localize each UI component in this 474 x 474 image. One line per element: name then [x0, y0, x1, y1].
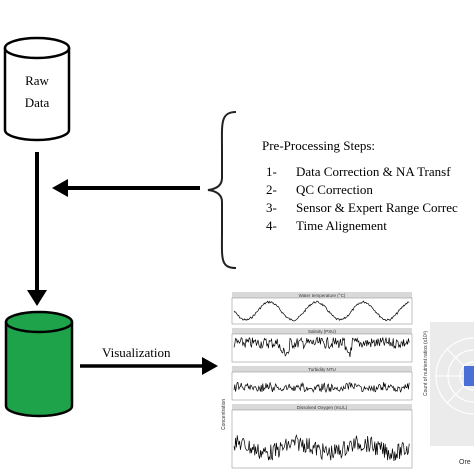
visualization-label: Visualization: [102, 345, 171, 360]
curly-bracket: [207, 111, 237, 269]
polar-plot: Count of nutrient ratios (x10³) Ore: [423, 322, 474, 466]
panel-dissolved-oxygen: Dissolved Oxygen (mL/L): [231, 404, 413, 469]
down-arrow: [27, 152, 47, 306]
step-text: Time Alignement: [296, 218, 387, 233]
processed-data-cylinder: [4, 310, 74, 418]
data-label: Data: [25, 95, 50, 110]
raw-label: Raw: [25, 73, 49, 88]
step-text: Sensor & Expert Range Correc: [296, 200, 458, 215]
preprocessing-heading: Pre-Processing Steps:: [262, 138, 375, 153]
visualization-arrow: [80, 357, 218, 375]
step-number: 2-: [266, 182, 277, 197]
timeseries-figure: Concentration Water temperature (°C) Sal…: [221, 292, 413, 469]
panel-water-temperature: Water temperature (°C): [231, 292, 413, 325]
panel-title: Turbidity NTU: [308, 367, 336, 372]
step-text: QC Correction: [296, 182, 373, 197]
oxygen-trace: [233, 434, 410, 462]
panel-title: Dissolved Oxygen (mL/L): [297, 405, 348, 410]
raw-data-cylinder: Raw Data: [3, 36, 71, 142]
step-number: 3-: [266, 200, 277, 215]
polar-partial-label: Ore: [459, 459, 471, 466]
preprocessing-arrow: [52, 179, 200, 197]
panel-turbidity: Turbidity NTU: [231, 366, 413, 401]
panel-title: Salinity (PSU): [308, 329, 337, 334]
step-text: Data Correction & NA Transf: [296, 164, 451, 179]
salinity-trace: [233, 336, 410, 358]
step-number: 4-: [266, 218, 277, 233]
turbidity-trace: [233, 381, 410, 394]
temperature-trace: [233, 300, 410, 322]
panel-salinity: Salinity (PSU): [231, 328, 413, 363]
preprocessing-steps: 1- Data Correction & NA Transf 2- QC Cor…: [266, 164, 458, 233]
panel-side-label: Concentration: [221, 399, 227, 430]
polar-ylabel: Count of nutrient ratios (x10³): [423, 331, 429, 396]
step-number: 1-: [266, 164, 277, 179]
panel-title: Water temperature (°C): [299, 293, 346, 298]
